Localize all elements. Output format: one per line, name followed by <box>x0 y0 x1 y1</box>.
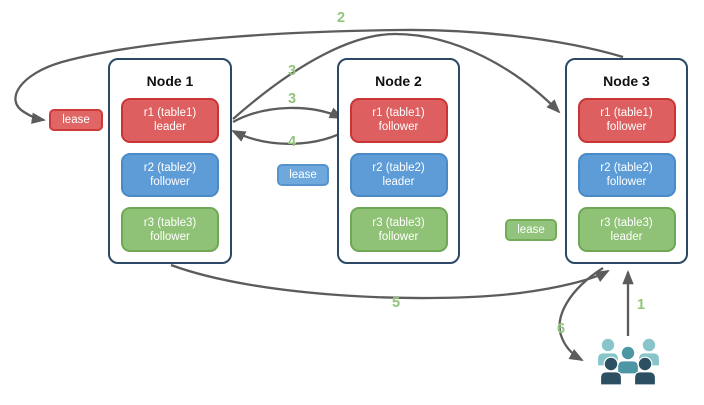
node-2-title: Node 2 <box>375 73 422 89</box>
replica-role: follower <box>606 176 647 188</box>
node-3-replica-r2: r2 (table2) follower <box>577 152 676 198</box>
replica-range: r1 (table1) <box>600 107 653 120</box>
replica-role: follower <box>378 121 419 134</box>
arrow-step-3-long <box>232 32 561 120</box>
lease-chip-r2: lease <box>277 164 329 186</box>
node-3-replica-r1: r1 (table1) follower <box>577 98 676 143</box>
step-label-4: 4 <box>287 134 297 150</box>
replica-role: follower <box>150 176 190 188</box>
step-label-3a: 3 <box>287 63 297 79</box>
lease-chip-r1: lease <box>49 109 103 131</box>
node-2-replica-r2: r2 (table2) leader <box>349 152 448 198</box>
node-2-replica-r1: r1 (table1) follower <box>349 98 448 143</box>
replica-role: follower <box>606 121 647 134</box>
replica-role: follower <box>150 230 190 243</box>
step-label-2: 2 <box>336 10 346 26</box>
node-1-replica-r2: r2 (table2) follower <box>121 152 219 198</box>
node-1-replica-r3: r3 (table3) follower <box>121 207 219 253</box>
node-3-replica-r3: r3 (table3) leader <box>577 207 676 253</box>
replica-range: r3 (table3) <box>372 216 425 229</box>
lease-chip-r3: lease <box>505 219 557 241</box>
node-3-title: Node 3 <box>603 73 650 89</box>
replica-role: leader <box>610 230 643 243</box>
node-1-title: Node 1 <box>146 73 194 89</box>
replica-range: r1 (table1) <box>372 107 425 120</box>
users-group-icon <box>596 337 661 386</box>
replica-range: r2 (table2) <box>600 162 653 174</box>
user-middle <box>616 345 640 375</box>
node-2-replica-r3: r3 (table3) follower <box>349 207 448 253</box>
node-2: Node 2 r1 (table1) follower r2 (table2) … <box>337 58 460 264</box>
arrow-step-3-short <box>232 106 344 124</box>
step-label-6: 6 <box>556 321 566 337</box>
replica-range: r2 (table2) <box>372 162 425 174</box>
replica-range: r2 (table2) <box>143 162 197 174</box>
node-1-replica-r1: r1 (table1) leader <box>121 98 219 143</box>
replica-range: r3 (table3) <box>600 216 653 229</box>
node-3: Node 3 r1 (table1) follower r2 (table2) … <box>565 58 688 264</box>
replica-range: r3 (table3) <box>143 216 197 229</box>
replica-role: leader <box>382 176 415 188</box>
replica-range: r1 (table1) <box>143 107 197 120</box>
arrow-step-2 <box>14 28 624 124</box>
arrow-step-5 <box>170 263 610 300</box>
node-1: Node 1 r1 (table1) leader r2 (table2) fo… <box>108 58 232 264</box>
step-label-3b: 3 <box>287 91 297 107</box>
arrow-step-6 <box>558 267 604 362</box>
step-label-5: 5 <box>391 295 401 311</box>
replica-role: leader <box>154 121 186 134</box>
replica-role: follower <box>378 230 419 243</box>
step-label-1: 1 <box>636 297 646 313</box>
